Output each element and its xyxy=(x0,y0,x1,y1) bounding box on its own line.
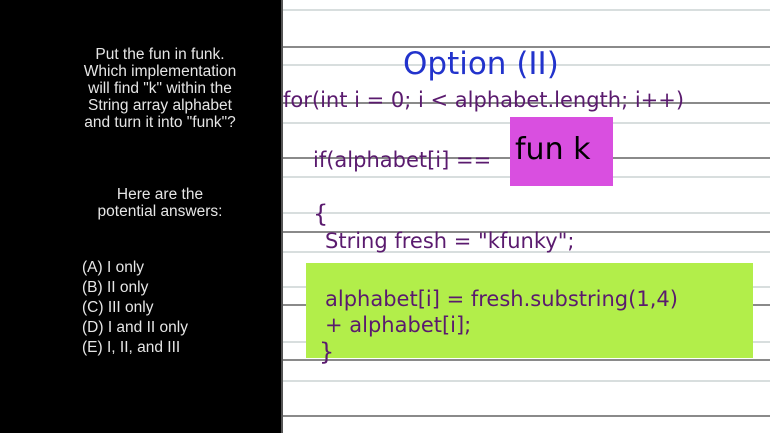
ruled-line xyxy=(283,9,770,11)
assign-line-1: alphabet[i] = fresh.substring(1,4) xyxy=(325,287,678,311)
answer-a: (A) I only xyxy=(82,259,145,276)
ruled-line xyxy=(283,46,770,48)
for-loop-line: for(int i = 0; i < alphabet.length; i++) xyxy=(283,88,685,112)
ruled-line xyxy=(283,64,770,66)
highlight-text: fun k xyxy=(515,132,591,167)
answer-c: (C) III only xyxy=(82,299,154,316)
open-brace: { xyxy=(313,200,329,228)
ruled-line xyxy=(283,102,770,104)
question-line: String array alphabet xyxy=(88,97,232,114)
ruled-line xyxy=(283,231,770,233)
assign-line-2: + alphabet[i]; xyxy=(325,313,472,337)
ruled-line xyxy=(283,251,770,253)
answers-intro: Here are the potential answers: xyxy=(40,186,280,220)
intro-line: potential answers: xyxy=(97,203,223,220)
answer-list: (A) I only (B) II only (C) III only (D) … xyxy=(82,258,188,358)
if-line: if(alphabet[i] == xyxy=(313,148,492,172)
question-line: will find "k" within the xyxy=(88,80,232,97)
intro-line: Here are the xyxy=(116,186,204,203)
answer-e: (E) I, II, and III xyxy=(82,339,181,356)
question-panel: Put the fun in funk. Which implementatio… xyxy=(0,0,281,433)
ruled-line xyxy=(283,359,770,361)
notebook-board: Option (II) for(int i = 0; i < alphabet.… xyxy=(281,0,770,433)
answer-d: (D) I and II only xyxy=(82,319,188,336)
ruled-line xyxy=(283,212,770,214)
ruled-line xyxy=(283,415,770,417)
option-title: Option (II) xyxy=(403,46,559,82)
close-brace: } xyxy=(319,338,335,366)
highlight-box-pink xyxy=(510,117,613,186)
question-line: and turn it into "funk"? xyxy=(84,114,236,131)
answer-b: (B) II only xyxy=(82,279,149,296)
question-text: Put the fun in funk. Which implementatio… xyxy=(40,46,280,131)
question-line: Put the fun in funk. xyxy=(95,46,225,63)
ruled-line xyxy=(283,380,770,382)
highlight-box-green xyxy=(306,263,753,358)
string-line: String fresh = "kfunky"; xyxy=(325,229,575,253)
question-line: Which implementation xyxy=(83,63,237,80)
